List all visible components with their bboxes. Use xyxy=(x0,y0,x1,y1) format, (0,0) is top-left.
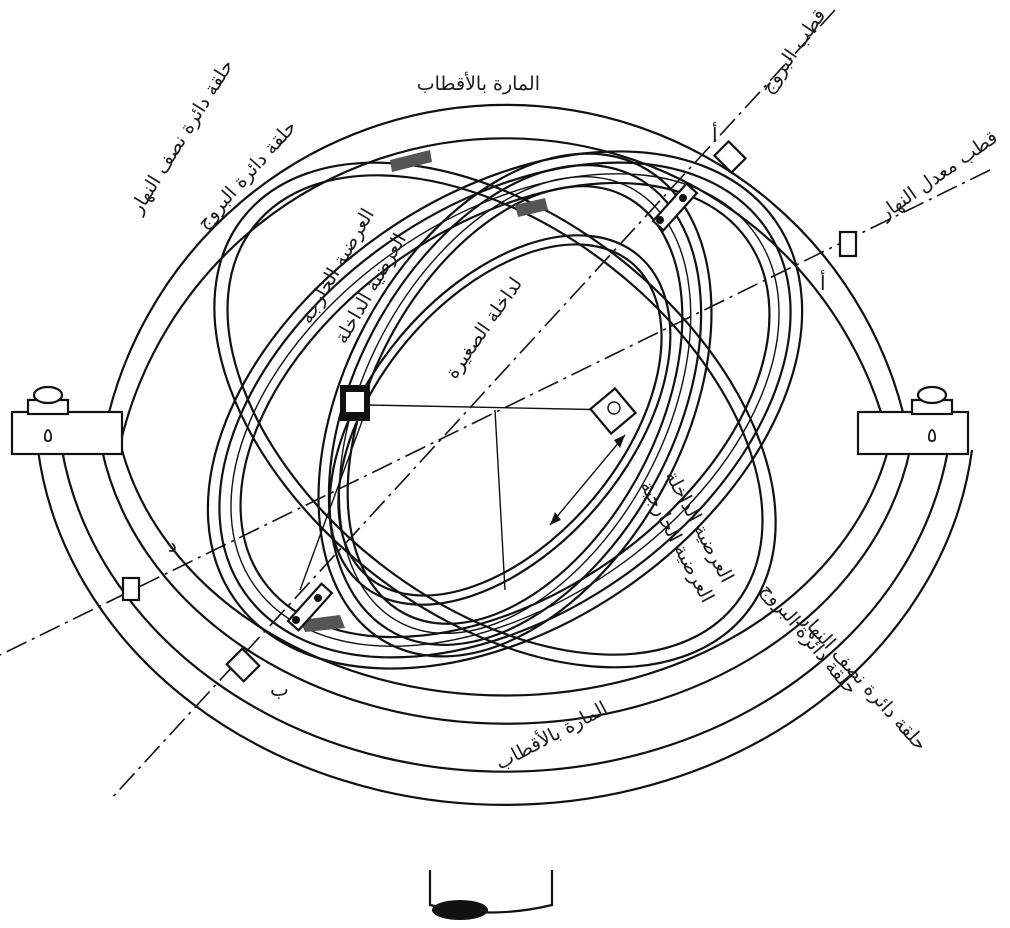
label-letter-alif: أ xyxy=(712,122,718,147)
stand xyxy=(428,870,554,920)
ecliptic-pole-axis xyxy=(109,9,836,801)
label-through-poles-bottom: المارة بالأقطاب xyxy=(492,696,612,774)
right-mount: ٥ xyxy=(856,385,970,456)
mount-right-label: ٥ xyxy=(927,423,938,447)
axis-pins xyxy=(121,139,858,683)
label-equator-pole: قطب معدل النهار xyxy=(874,126,1001,224)
label-letter-ba: ب xyxy=(270,677,289,701)
label-letter-dal: د xyxy=(168,533,177,557)
label-meridian-ring-bottom: حلقة دائرة نصف النهار xyxy=(796,608,932,755)
mount-left-label: ٥ xyxy=(43,423,54,447)
equator-pole-axis xyxy=(0,169,991,656)
base-ring-inner xyxy=(60,449,950,773)
label-small-inner: لداخلة الصغيرة xyxy=(441,273,527,382)
label-ecliptic-pole: قطب البروج xyxy=(756,5,830,98)
ring-set-c xyxy=(317,152,713,658)
left-mount: ٥ xyxy=(10,385,124,456)
label-ecliptic-ring-top: حلقة دائرة البروج xyxy=(192,116,301,233)
ring-set-b xyxy=(213,161,777,669)
outer-meridian-ring-top-outer xyxy=(100,103,912,446)
meridian-ring-bottom-outer xyxy=(100,449,912,725)
outer-meridian-ring-top xyxy=(118,137,892,446)
inner-arrow xyxy=(549,434,626,526)
ring-set-d xyxy=(328,234,672,606)
ring-set-a xyxy=(206,150,804,670)
hatch-marks xyxy=(300,150,548,632)
label-through-poles-top: المارة بالأقطاب xyxy=(417,72,540,95)
base-ring-outer xyxy=(36,449,974,806)
label-letter-alif-2: أ xyxy=(820,270,826,295)
center-lines xyxy=(299,385,638,591)
meridian-ring-bottom-inner xyxy=(120,449,890,697)
